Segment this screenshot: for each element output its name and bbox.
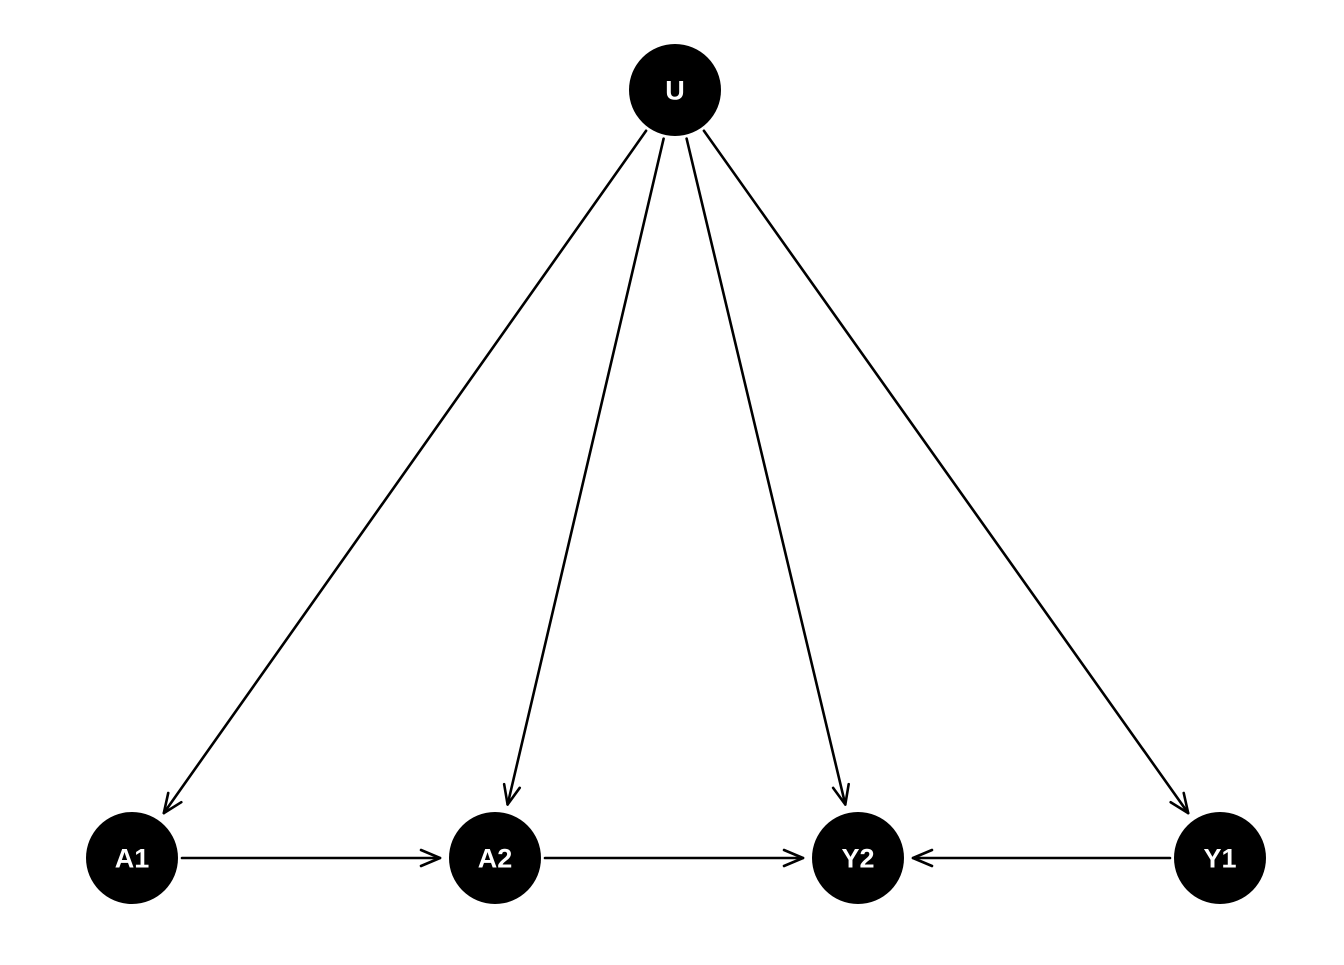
node-circle-y2 — [812, 812, 904, 904]
node-circle-a2 — [449, 812, 541, 904]
graph-node-u: U — [629, 44, 721, 136]
node-circle-u — [629, 44, 721, 136]
node-label-u: U — [665, 75, 685, 105]
node-label-a2: A2 — [478, 843, 513, 873]
node-label-a1: A1 — [115, 843, 150, 873]
edge-u-to-y2 — [685, 137, 850, 806]
graph-node-a1: A1 — [86, 812, 178, 904]
node-label-y2: Y2 — [841, 843, 874, 873]
edge-u-to-y1 — [702, 129, 1190, 815]
edge-u-to-a2 — [502, 137, 665, 806]
edge-u-to-a1 — [162, 129, 648, 815]
node-label-y1: Y1 — [1203, 843, 1236, 873]
node-circle-y1 — [1174, 812, 1266, 904]
graph-node-a2: A2 — [449, 812, 541, 904]
node-circle-a1 — [86, 812, 178, 904]
graph-node-y1: Y1 — [1174, 812, 1266, 904]
graph-node-y2: Y2 — [812, 812, 904, 904]
